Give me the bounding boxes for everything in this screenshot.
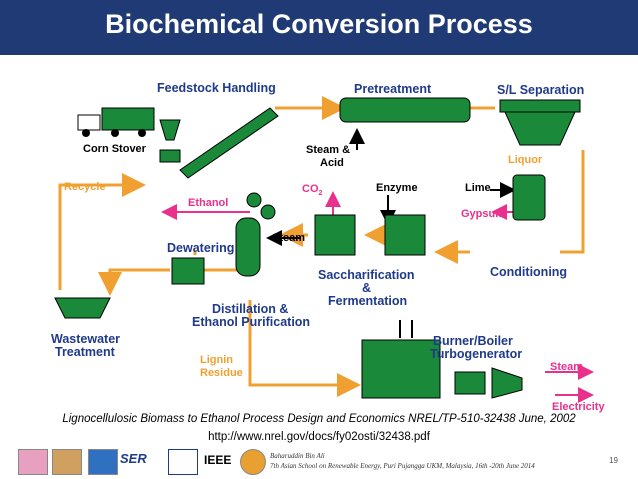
ethanol-label: Ethanol <box>188 197 228 209</box>
ampersand-label: & <box>362 281 371 295</box>
footer-credits: Baharuddin Bin Ali 7th Asian School on R… <box>270 451 535 471</box>
steam-acid-label-line2: Acid <box>320 157 344 169</box>
corn-stover-label: Corn Stover <box>83 143 147 155</box>
title-bar <box>0 0 638 55</box>
truck-icon <box>77 107 155 137</box>
footer-author: Baharuddin Bin Ali <box>270 452 325 460</box>
co2-label: CO2 <box>302 183 323 197</box>
recycle-label: Recycle <box>64 181 106 193</box>
process-flow-lines <box>58 96 585 397</box>
steam-output-label: Steam <box>550 361 583 373</box>
burner-label-line2: Turbogenerator <box>430 347 522 361</box>
academy-logo <box>240 449 266 475</box>
wastewater-label-line2: Treatment <box>55 345 116 359</box>
page-number: 19 <box>609 456 618 465</box>
dewatering-label: Dewatering <box>167 241 234 255</box>
distillation-column-icon <box>235 192 276 277</box>
pretreatment-label: Pretreatment <box>354 82 432 96</box>
wastewater-label-line1: Wastewater <box>51 332 120 346</box>
product-arrows <box>161 191 594 403</box>
footer-event: 7th Asian School on Renewable Energy, Pu… <box>270 462 535 470</box>
steam-acid-label-line1: Steam & <box>306 144 350 156</box>
sl-separation-label: S/L Separation <box>497 83 584 97</box>
slide-title: Biochemical Conversion Process <box>105 9 533 39</box>
liquor-label: Liquor <box>508 154 543 166</box>
footer-logo-1 <box>18 449 48 475</box>
dewatering-press-icon <box>171 257 205 285</box>
turbogenerator-icon <box>454 367 523 399</box>
distillation-label-line2: Ethanol Purification <box>192 315 310 329</box>
pretreatment-reactor-icon <box>339 97 471 123</box>
ser-logo: SER <box>120 451 147 466</box>
gypsum-label: Gypsum <box>461 208 505 220</box>
steam-distillation-label: Steam <box>272 232 305 244</box>
lignin-label-line1: Lignin <box>200 354 233 366</box>
distillation-label-line1: Distillation & <box>212 302 288 316</box>
boiler-icon <box>361 339 441 399</box>
separator-icon <box>499 99 581 146</box>
conditioning-vessel-icon <box>512 174 546 221</box>
saccharification-label: Saccharification <box>318 268 415 282</box>
lime-label: Lime <box>465 182 491 194</box>
fermentation-tanks-icon <box>314 214 426 256</box>
footer-logo-2 <box>52 449 82 475</box>
feedstock-handling-label: Feedstock Handling <box>157 81 276 95</box>
input-arrows <box>266 128 516 338</box>
fermentation-label: Fermentation <box>328 294 407 308</box>
lignin-label-line2: Residue <box>200 367 243 379</box>
process-flow-diagram: Feedstock Handling Pretreatment S/L Sepa… <box>51 81 605 413</box>
conditioning-label: Conditioning <box>490 265 567 279</box>
unesco-logo <box>168 449 198 475</box>
wastewater-basin-icon <box>54 297 111 319</box>
enzyme-label: Enzyme <box>376 182 418 194</box>
burner-label-line1: Burner/Boiler <box>433 334 513 348</box>
reference-url[interactable]: http://www.nrel.gov/docs/fy02osti/32438.… <box>208 431 430 443</box>
ieee-logo: IEEE <box>204 453 232 467</box>
reference-citation: Lignocellulosic Biomass to Ethanol Proce… <box>62 413 576 425</box>
conveyor-icon <box>159 107 279 179</box>
footer-logo-3 <box>88 449 118 475</box>
electricity-label: Electricity <box>552 401 605 413</box>
